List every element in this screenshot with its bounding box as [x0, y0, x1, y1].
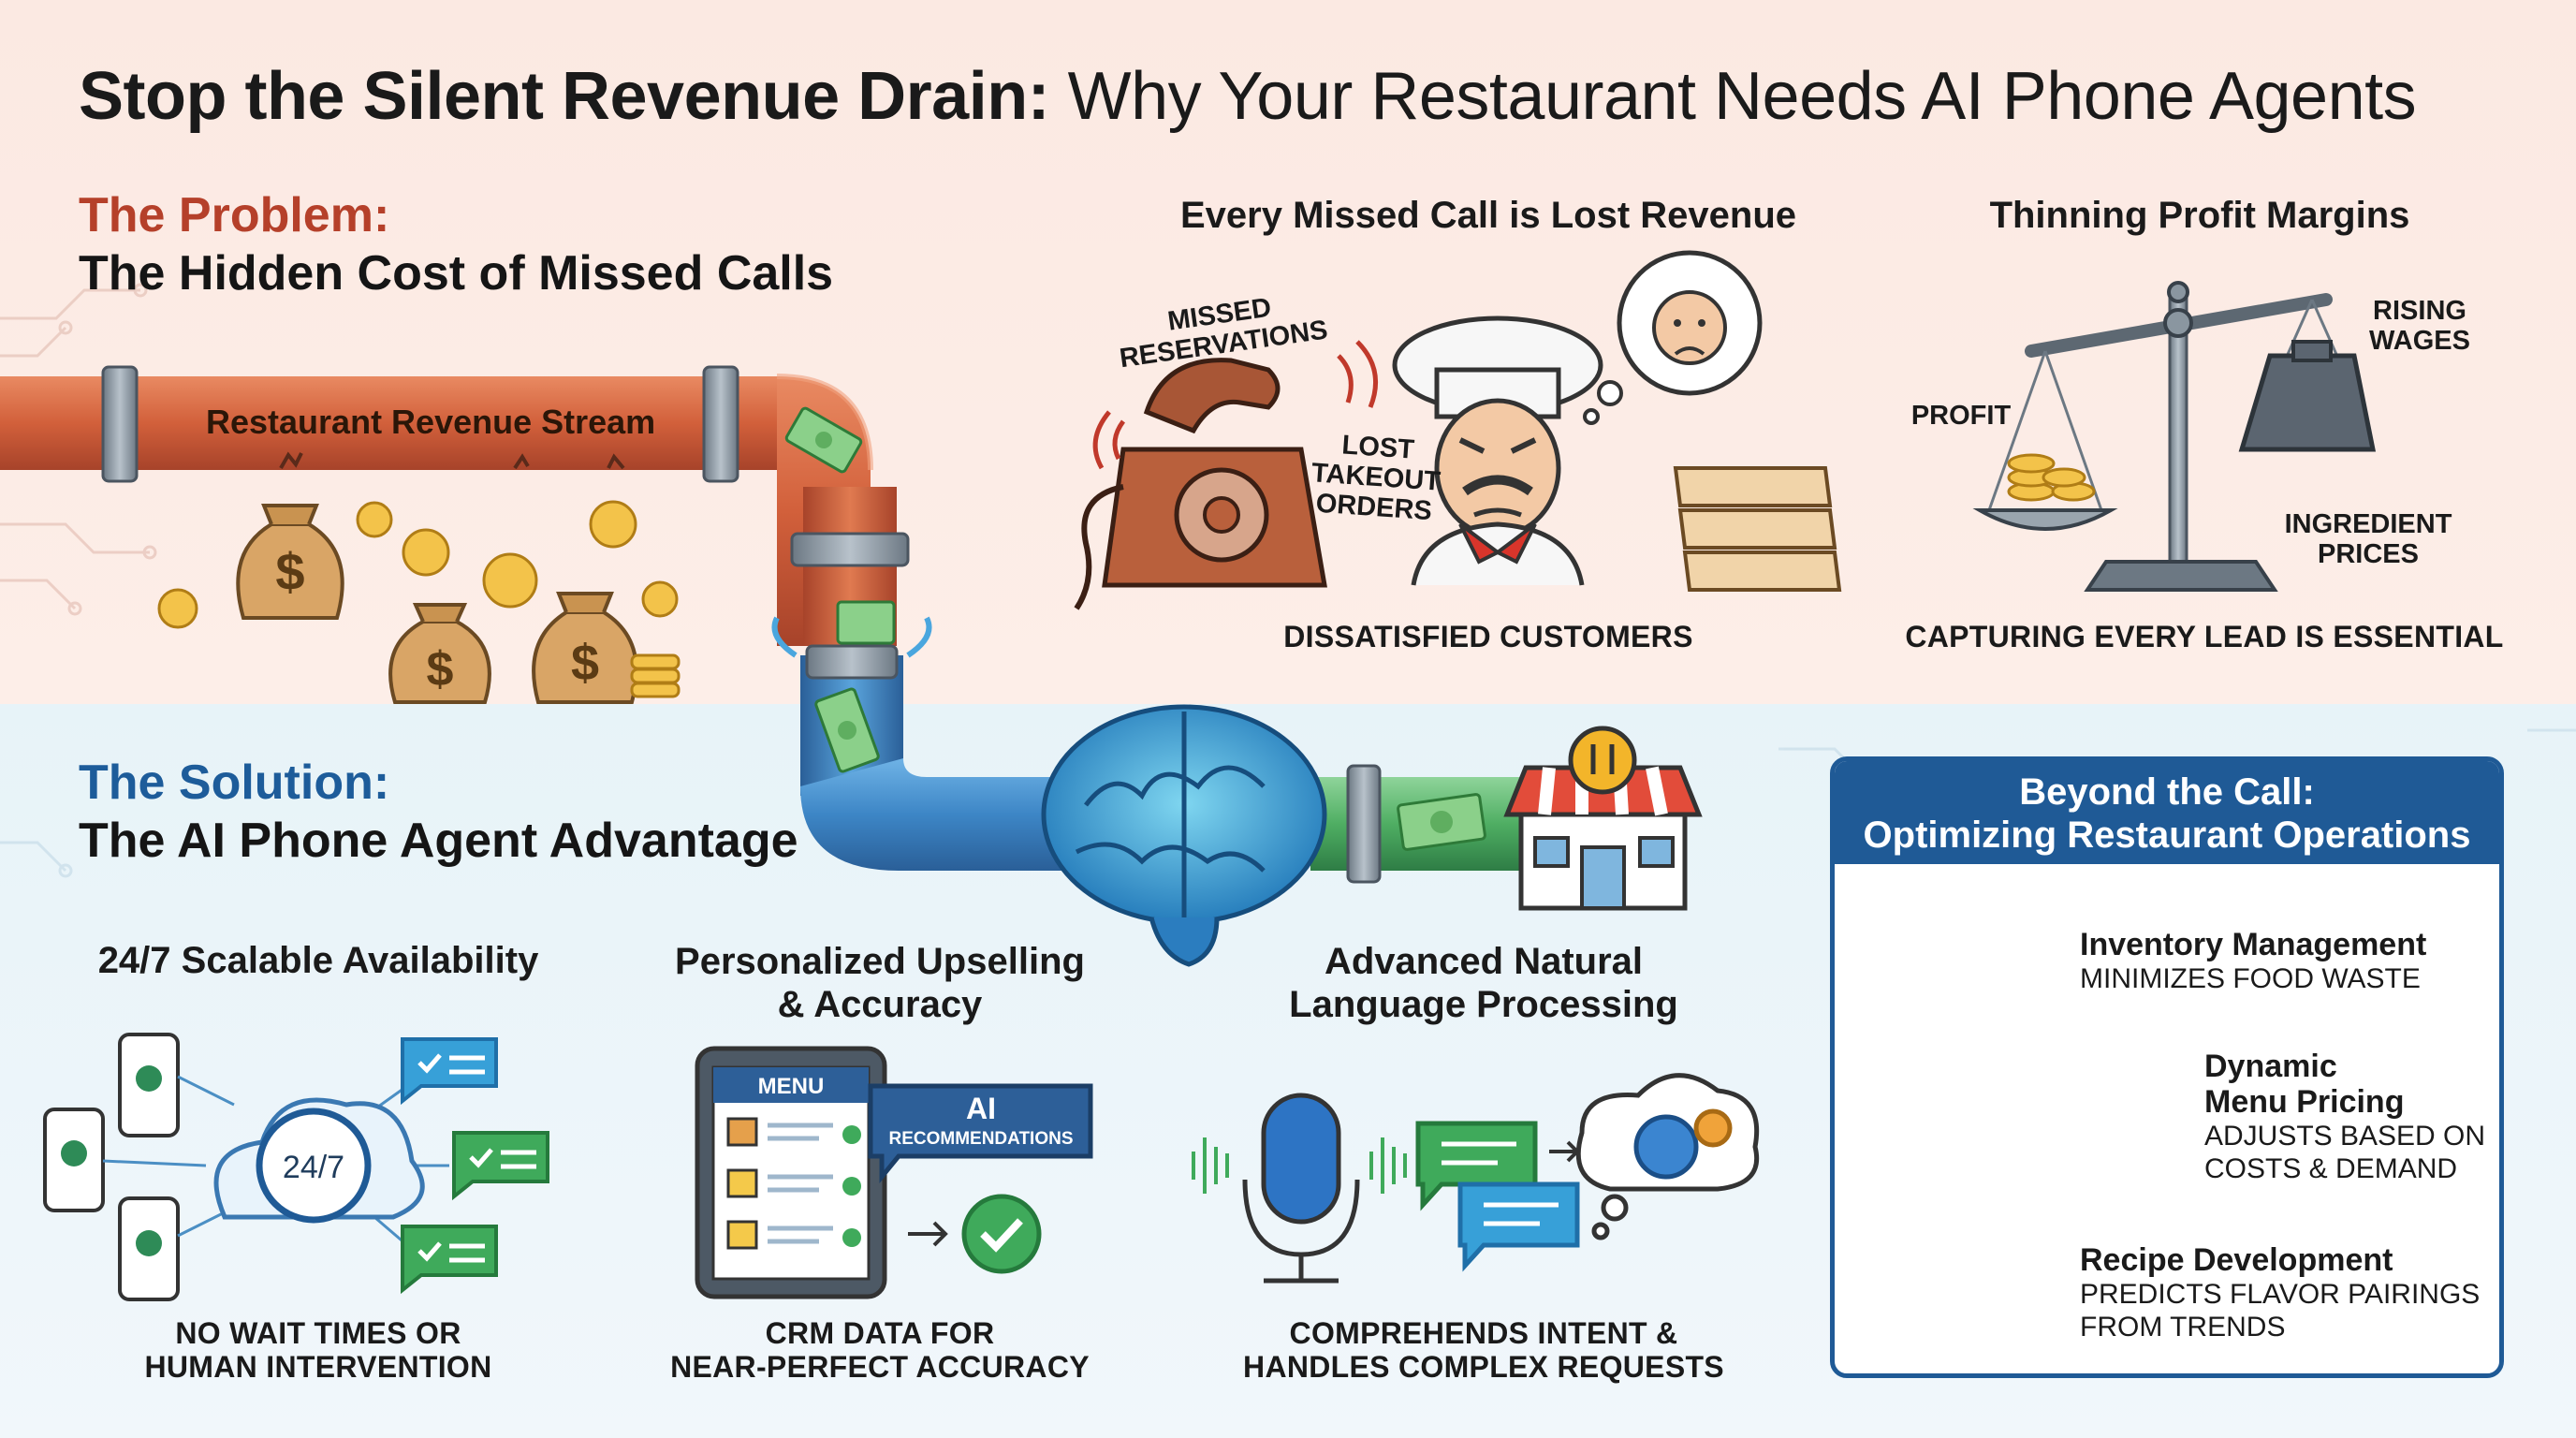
ai-label: AI [966, 1092, 996, 1125]
microphone-nlp-illustration [1192, 1073, 1760, 1284]
feature-recipe-desc-line2: FROM TRENDS [2080, 1312, 2286, 1343]
feature-pricing-desc-line1: ADJUSTS BASED ON [2204, 1121, 2486, 1152]
availability-caption-line2: HUMAN INTERVENTION [144, 1350, 492, 1384]
thought-bubble-sad-face [1583, 250, 1763, 425]
beyond-heading-line1: Beyond the Call: [2019, 771, 2315, 813]
nlp-heading: Advanced Natural Language Processing [1208, 940, 1760, 1026]
missed-calls-caption: DISSATISFIED CUSTOMERS [1283, 620, 1693, 653]
problem-subheading: The Hidden Cost of Missed Calls [79, 246, 834, 301]
ingredient-prices-label: INGREDIENT PRICES [2284, 509, 2452, 569]
restaurant-store-icon [1503, 726, 1703, 911]
rising-wages-label: RISING WAGES [2369, 296, 2470, 356]
clock-24-7-text: 24/7 [283, 1150, 344, 1185]
feature-dynamic-pricing: Dynamic Menu Pricing ADJUSTS BASED ON CO… [2204, 1049, 2504, 1185]
balance-scale-icon [1972, 281, 2377, 592]
profit-label: PROFIT [1910, 401, 2012, 431]
svg-text:$: $ [571, 635, 599, 691]
takeout-boxes [1673, 466, 1842, 592]
ai-brain-icon [1041, 704, 1327, 967]
circuit-decoration-left [0, 283, 157, 616]
beyond-the-call-card: Beyond the Call: Optimizing Restaurant O… [1830, 756, 2504, 1378]
feature-recipe-development: Recipe Development PREDICTS FLAVOR PAIRI… [2080, 1242, 2492, 1343]
upselling-heading-line1: Personalized Upselling [675, 941, 1085, 982]
menu-tablet-illustration: MENU AI RECOMMENDATIONS [695, 1046, 1093, 1299]
availability-caption-line1: NO WAIT TIMES OR [175, 1316, 461, 1350]
solution-pipe [771, 406, 1544, 884]
beyond-card-header: Beyond the Call: Optimizing Restaurant O… [1835, 761, 2499, 864]
nlp-caption-line2: HANDLES COMPLEX REQUESTS [1243, 1350, 1724, 1384]
svg-text:$: $ [427, 642, 454, 697]
solution-heading: The Solution: [79, 756, 390, 810]
upselling-caption: CRM DATA FOR NEAR-PERFECT ACCURACY [618, 1316, 1142, 1384]
ai-recommendations-label: RECOMMENDATIONS [888, 1129, 1073, 1149]
menu-label: MENU [758, 1074, 825, 1099]
page-title: Stop the Silent Revenue Drain: Why Your … [79, 58, 2417, 135]
title-rest: Why Your Restaurant Needs AI Phone Agent… [1067, 59, 2417, 134]
gold-coins [157, 500, 681, 698]
pipe-label: Restaurant Revenue Stream [206, 403, 656, 441]
title-bold: Stop the Silent Revenue Drain: [79, 59, 1050, 134]
feature-pricing-desc-line2: COSTS & DEMAND [2204, 1153, 2458, 1184]
nlp-heading-line1: Advanced Natural [1324, 941, 1644, 982]
nlp-heading-line2: Language Processing [1289, 984, 1678, 1025]
money-bags: $ $ $ [236, 504, 638, 704]
upselling-caption-line2: NEAR-PERFECT ACCURACY [670, 1350, 1090, 1384]
margins-caption: CAPTURING EVERY LEAD IS ESSENTIAL [1905, 620, 2504, 653]
lost-takeout-label: LOST TAKEOUT ORDERS [1310, 430, 1442, 527]
feature-inventory-desc: MINIMIZES FOOD WASTE [2080, 963, 2421, 994]
feature-inventory-title: Inventory Management [2080, 927, 2427, 962]
beyond-heading-line2: Optimizing Restaurant Operations [1863, 814, 2471, 856]
nlp-caption: COMPREHENDS INTENT & HANDLES COMPLEX REQ… [1208, 1316, 1760, 1384]
telephone-illustration [1074, 340, 1379, 610]
svg-text:$: $ [275, 542, 304, 601]
availability-diagram: 24/7 [43, 1033, 549, 1301]
feature-pricing-title-line2: Menu Pricing [2204, 1084, 2405, 1120]
availability-heading: 24/7 Scalable Availability [97, 940, 539, 981]
feature-inventory: Inventory Management MINIMIZES FOOD WAST… [2080, 927, 2492, 995]
feature-recipe-desc-line1: PREDICTS FLAVOR PAIRINGS [2080, 1279, 2481, 1310]
solution-subheading: The AI Phone Agent Advantage [79, 814, 798, 868]
nlp-caption-line1: COMPREHENDS INTENT & [1289, 1316, 1678, 1350]
feature-recipe-title: Recipe Development [2080, 1242, 2393, 1278]
availability-caption: NO WAIT TIMES OR HUMAN INTERVENTION [56, 1316, 580, 1384]
upselling-heading-line2: & Accuracy [777, 984, 983, 1025]
feature-pricing-title-line1: Dynamic [2204, 1049, 2337, 1084]
chef-illustration [1392, 315, 1603, 586]
missed-calls-heading: Every Missed Call is Lost Revenue [1179, 195, 1797, 236]
margins-heading: Thinning Profit Margins [1989, 195, 2410, 236]
upselling-caption-line1: CRM DATA FOR [765, 1316, 995, 1350]
upselling-heading: Personalized Upselling & Accuracy [618, 940, 1142, 1026]
problem-heading: The Problem: [79, 188, 390, 242]
